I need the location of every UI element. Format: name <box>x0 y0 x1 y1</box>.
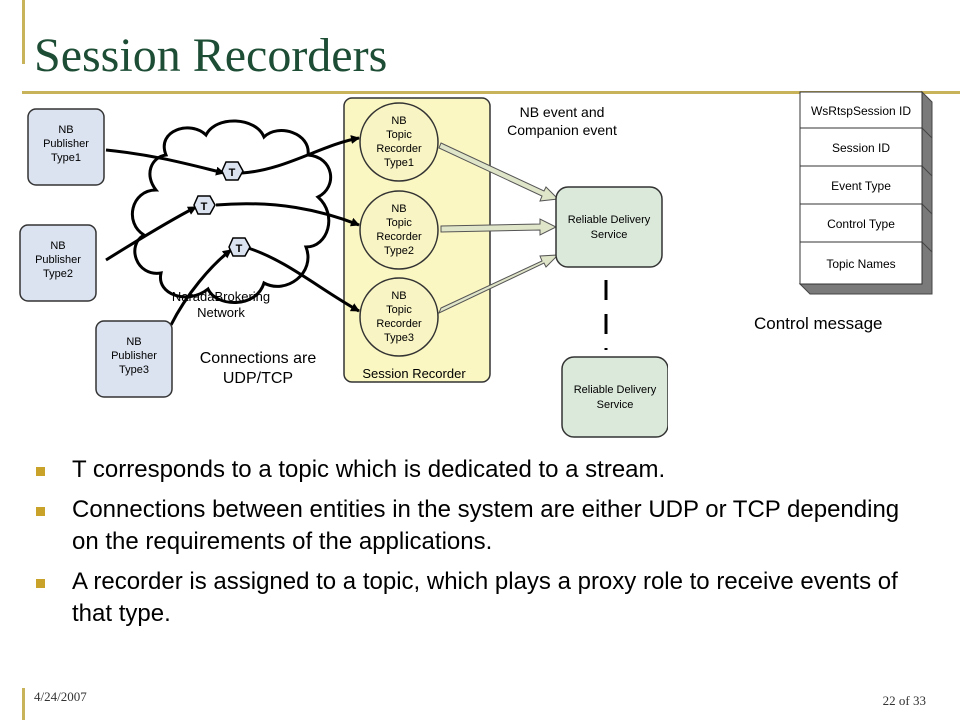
svg-text:NB: NB <box>391 290 406 302</box>
arrow-tag1-to-recorder1 <box>241 135 360 175</box>
svg-text:NB: NB <box>50 240 65 252</box>
footer-accent-rule <box>22 688 25 720</box>
network-label-line1: NaradaBrokering <box>172 289 270 304</box>
arrow-pub3-to-tag <box>169 248 232 326</box>
publisher-type3: NB Publisher Type3 <box>95 320 173 398</box>
bullet-square-icon <box>36 507 45 516</box>
control-message-fields: WsRtspSession ID Session ID Event Type C… <box>798 90 933 295</box>
svg-text:Topic: Topic <box>386 304 412 316</box>
arrow-tag3-to-recorder3 <box>247 246 360 313</box>
bullet-text: T corresponds to a topic which is dedica… <box>72 456 666 483</box>
title-accent-rule <box>22 0 25 64</box>
bullet-square-icon <box>36 467 45 476</box>
svg-text:Reliable Delivery: Reliable Delivery <box>568 214 651 226</box>
svg-text:Service: Service <box>591 229 628 241</box>
bullet-square-icon <box>36 579 45 588</box>
svg-text:Service: Service <box>597 399 634 411</box>
bullet-item: T corresponds to a topic which is dedica… <box>32 454 932 486</box>
control-field-topic-names: Topic Names <box>799 241 923 285</box>
topic-tag-1: T <box>221 161 244 181</box>
arrow-pub1-to-tag <box>105 148 225 176</box>
svg-text:Publisher: Publisher <box>43 138 89 150</box>
svg-text:Event Type: Event Type <box>831 179 891 193</box>
bullet-item: A recorder is assigned to a topic, which… <box>32 566 932 630</box>
svg-text:Control Type: Control Type <box>827 217 895 231</box>
svg-text:NB: NB <box>58 124 73 136</box>
svg-text:Session ID: Session ID <box>832 141 890 155</box>
event-label-line1: NB event and <box>520 104 605 120</box>
title-underline-rule <box>22 91 960 94</box>
bullet-list: T corresponds to a topic which is dedica… <box>32 454 932 638</box>
bullet-text: A recorder is assigned to a topic, which… <box>72 568 898 627</box>
svg-text:NB: NB <box>126 336 141 348</box>
svg-text:Type3: Type3 <box>384 332 414 344</box>
svg-text:T: T <box>229 167 236 179</box>
svg-text:Type1: Type1 <box>384 157 414 169</box>
topic-recorder-type3: NB Topic Recorder Type3 <box>359 277 439 357</box>
connections-label-line2: UDP/TCP <box>223 370 293 387</box>
svg-text:NB: NB <box>391 115 406 127</box>
block-arrows <box>438 142 560 315</box>
svg-text:Publisher: Publisher <box>111 350 157 362</box>
svg-text:Recorder: Recorder <box>376 143 422 155</box>
event-label-line2: Companion event <box>507 122 617 138</box>
svg-text:Topic: Topic <box>386 217 412 229</box>
svg-text:NB: NB <box>391 203 406 215</box>
publisher-type1: NB Publisher Type1 <box>27 108 105 186</box>
control-message-caption: Control message <box>754 314 883 333</box>
arrow-tag2-to-recorder2 <box>215 202 360 227</box>
control-field-control-type: Control Type <box>799 203 923 243</box>
slide-title: Session Recorders <box>34 29 388 82</box>
control-field-session-id: Session ID <box>799 127 923 167</box>
topic-tag-2: T <box>193 195 216 215</box>
arrow-pub2-to-tag <box>105 205 197 262</box>
control-field-event-type: Event Type <box>799 165 923 205</box>
page-number: 22 of 33 <box>882 693 926 708</box>
svg-text:Type1: Type1 <box>51 152 81 164</box>
svg-text:Type2: Type2 <box>43 268 73 280</box>
svg-text:WsRtspSession ID: WsRtspSession ID <box>811 104 911 118</box>
svg-text:Topic Names: Topic Names <box>826 257 895 271</box>
svg-text:Publisher: Publisher <box>35 254 81 266</box>
footer-date: 4/24/2007 <box>34 689 87 704</box>
svg-text:T: T <box>201 201 208 213</box>
topic-recorder-type2: NB Topic Recorder Type2 <box>359 190 439 270</box>
connections-label-line1: Connections are <box>200 350 317 367</box>
svg-text:Topic: Topic <box>386 129 412 141</box>
svg-text:T: T <box>236 243 243 255</box>
svg-text:Type3: Type3 <box>119 364 149 376</box>
topic-recorder-type1: NB Topic Recorder Type1 <box>359 102 439 182</box>
bullet-text: Connections between entities in the syst… <box>72 496 900 555</box>
reliable-delivery-service-1: Reliable Delivery Service <box>555 186 663 268</box>
reliable-delivery-service-2: Reliable Delivery Service <box>561 356 668 438</box>
svg-text:Recorder: Recorder <box>376 231 422 243</box>
svg-text:Recorder: Recorder <box>376 318 422 330</box>
topic-tag-3: T <box>228 237 251 257</box>
publisher-type2: NB Publisher Type2 <box>19 224 97 302</box>
svg-text:Reliable Delivery: Reliable Delivery <box>574 384 657 396</box>
bullet-item: Connections between entities in the syst… <box>32 494 932 558</box>
svg-text:Type2: Type2 <box>384 245 414 257</box>
session-recorder-diagram: T T T NB Publisher Type1 NB Publisher Ty… <box>16 95 668 440</box>
session-recorder-label: Session Recorder <box>362 366 466 381</box>
control-field-wsrtspsession-id: WsRtspSession ID <box>799 91 923 129</box>
network-label-line2: Network <box>197 305 245 320</box>
